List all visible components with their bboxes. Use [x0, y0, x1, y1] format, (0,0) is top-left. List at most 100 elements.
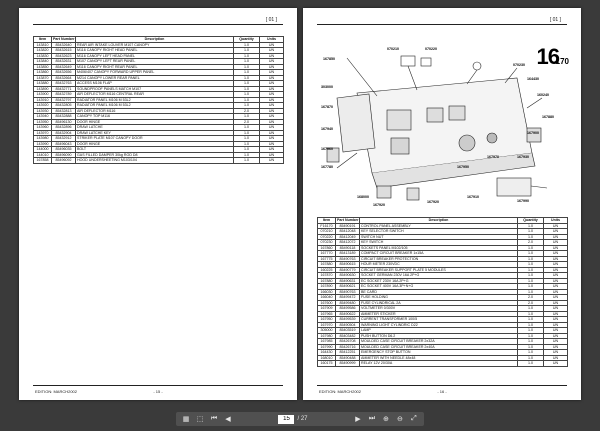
- edition-label: EDITION: MARCH2002: [35, 389, 78, 394]
- table-cell: UN: [259, 85, 284, 92]
- callout-label: 167780: [321, 165, 333, 169]
- total-pages-label: / 27: [297, 416, 308, 422]
- ammeter-shape: [448, 105, 466, 121]
- last-page-icon[interactable]: ⏭: [368, 415, 376, 422]
- page-navigator: / 27: [278, 414, 308, 424]
- warning-light-shape: [486, 132, 498, 144]
- fit-page-icon[interactable]: ⬚: [196, 416, 204, 423]
- table-cell: UN: [543, 354, 568, 361]
- table-cell: 160175: [317, 360, 336, 367]
- footer-rule: [33, 385, 283, 386]
- table-cell: 1.0: [233, 157, 260, 164]
- voltmeter-shape: [426, 107, 444, 123]
- callout-label: 167950: [457, 165, 469, 169]
- callout-label: 160240: [537, 93, 549, 97]
- key-selector-shape: [472, 61, 482, 71]
- key-switch-shape: [400, 55, 416, 67]
- page-number: - 16 -: [437, 389, 447, 394]
- header-code: [ 01 ]: [265, 17, 277, 23]
- header-rule: [33, 24, 283, 25]
- table-cell: UN: [543, 272, 568, 279]
- parts-table: Item Part Number Description Quantity Un…: [33, 36, 284, 164]
- callout-label: 167910: [467, 195, 479, 199]
- side-socket-shape: [526, 127, 542, 143]
- callout-label: 167880: [542, 115, 554, 119]
- table-cell: UN: [543, 338, 568, 345]
- thumbnails-icon[interactable]: ▦: [182, 416, 190, 423]
- callout-label: 167920: [373, 203, 385, 207]
- callout-label: 167870: [321, 105, 333, 109]
- callout-label: 070210: [387, 47, 399, 51]
- table-cell: UN: [543, 332, 568, 339]
- callout-label: 168000: [357, 195, 369, 199]
- table-cell: UN: [543, 343, 568, 350]
- table-cell: UN: [543, 283, 568, 290]
- table-cell: UN: [543, 266, 568, 273]
- table-cell: UN: [543, 327, 568, 334]
- first-page-icon[interactable]: ⏮: [210, 415, 218, 422]
- table-cell: UN: [259, 107, 284, 114]
- figure-number: 16: [536, 44, 561, 69]
- parts-table: Item Part Number Description Quantity Un…: [317, 217, 568, 367]
- header-rule: [317, 24, 567, 25]
- table-cell: UN: [259, 96, 284, 103]
- fullscreen-icon[interactable]: ⤢: [411, 415, 417, 422]
- hour-meter-shape: [406, 187, 420, 201]
- next-page-icon[interactable]: ▶: [355, 416, 361, 423]
- callout-label: 167960: [321, 147, 333, 151]
- document-page-right: [ 01 ]: [303, 8, 581, 400]
- table-cell: UN: [259, 69, 284, 76]
- table-cell: UN: [543, 310, 568, 317]
- table-cell: UN: [543, 316, 568, 323]
- exploded-parts-diagram: 1678500702200702100702301602403030001678…: [321, 47, 554, 207]
- header-code: [ 01 ]: [549, 17, 561, 23]
- table-cell: UN: [259, 74, 284, 81]
- table-cell: 1.0: [517, 360, 544, 367]
- callout-label: 070230: [513, 63, 525, 67]
- callout-labels: 1678500702200702100702301602403030001678…: [321, 47, 554, 207]
- table-cell: UN: [259, 113, 284, 120]
- table-cell: 167858: [33, 157, 52, 164]
- table-cell: UN: [543, 294, 568, 301]
- zoom-out-icon[interactable]: ⊖: [397, 416, 403, 423]
- callout-label: 303000: [321, 85, 333, 89]
- callout-label: 167940: [321, 127, 333, 131]
- callout-label: 167990: [517, 199, 529, 203]
- zoom-in-icon[interactable]: ⊕: [383, 416, 389, 423]
- page-number-input[interactable]: [278, 414, 295, 424]
- table-header-row: Item Part Number Description Quantity Un…: [33, 36, 284, 43]
- table-cell: UN: [259, 91, 284, 98]
- table-cell: 85490999: [335, 360, 360, 367]
- table-cell: 85496092: [51, 157, 76, 164]
- figure-subnumber: 170: [555, 57, 569, 66]
- control-panel-edge: [371, 152, 536, 189]
- table-cell: UN: [543, 277, 568, 284]
- callout-label: 167930: [517, 155, 529, 159]
- table-cell: UN: [259, 80, 284, 87]
- column-header: Part Number: [335, 217, 360, 224]
- table-cell: UN: [543, 305, 568, 312]
- prev-page-icon[interactable]: ◀: [225, 416, 231, 423]
- table-cell: UN: [543, 255, 568, 262]
